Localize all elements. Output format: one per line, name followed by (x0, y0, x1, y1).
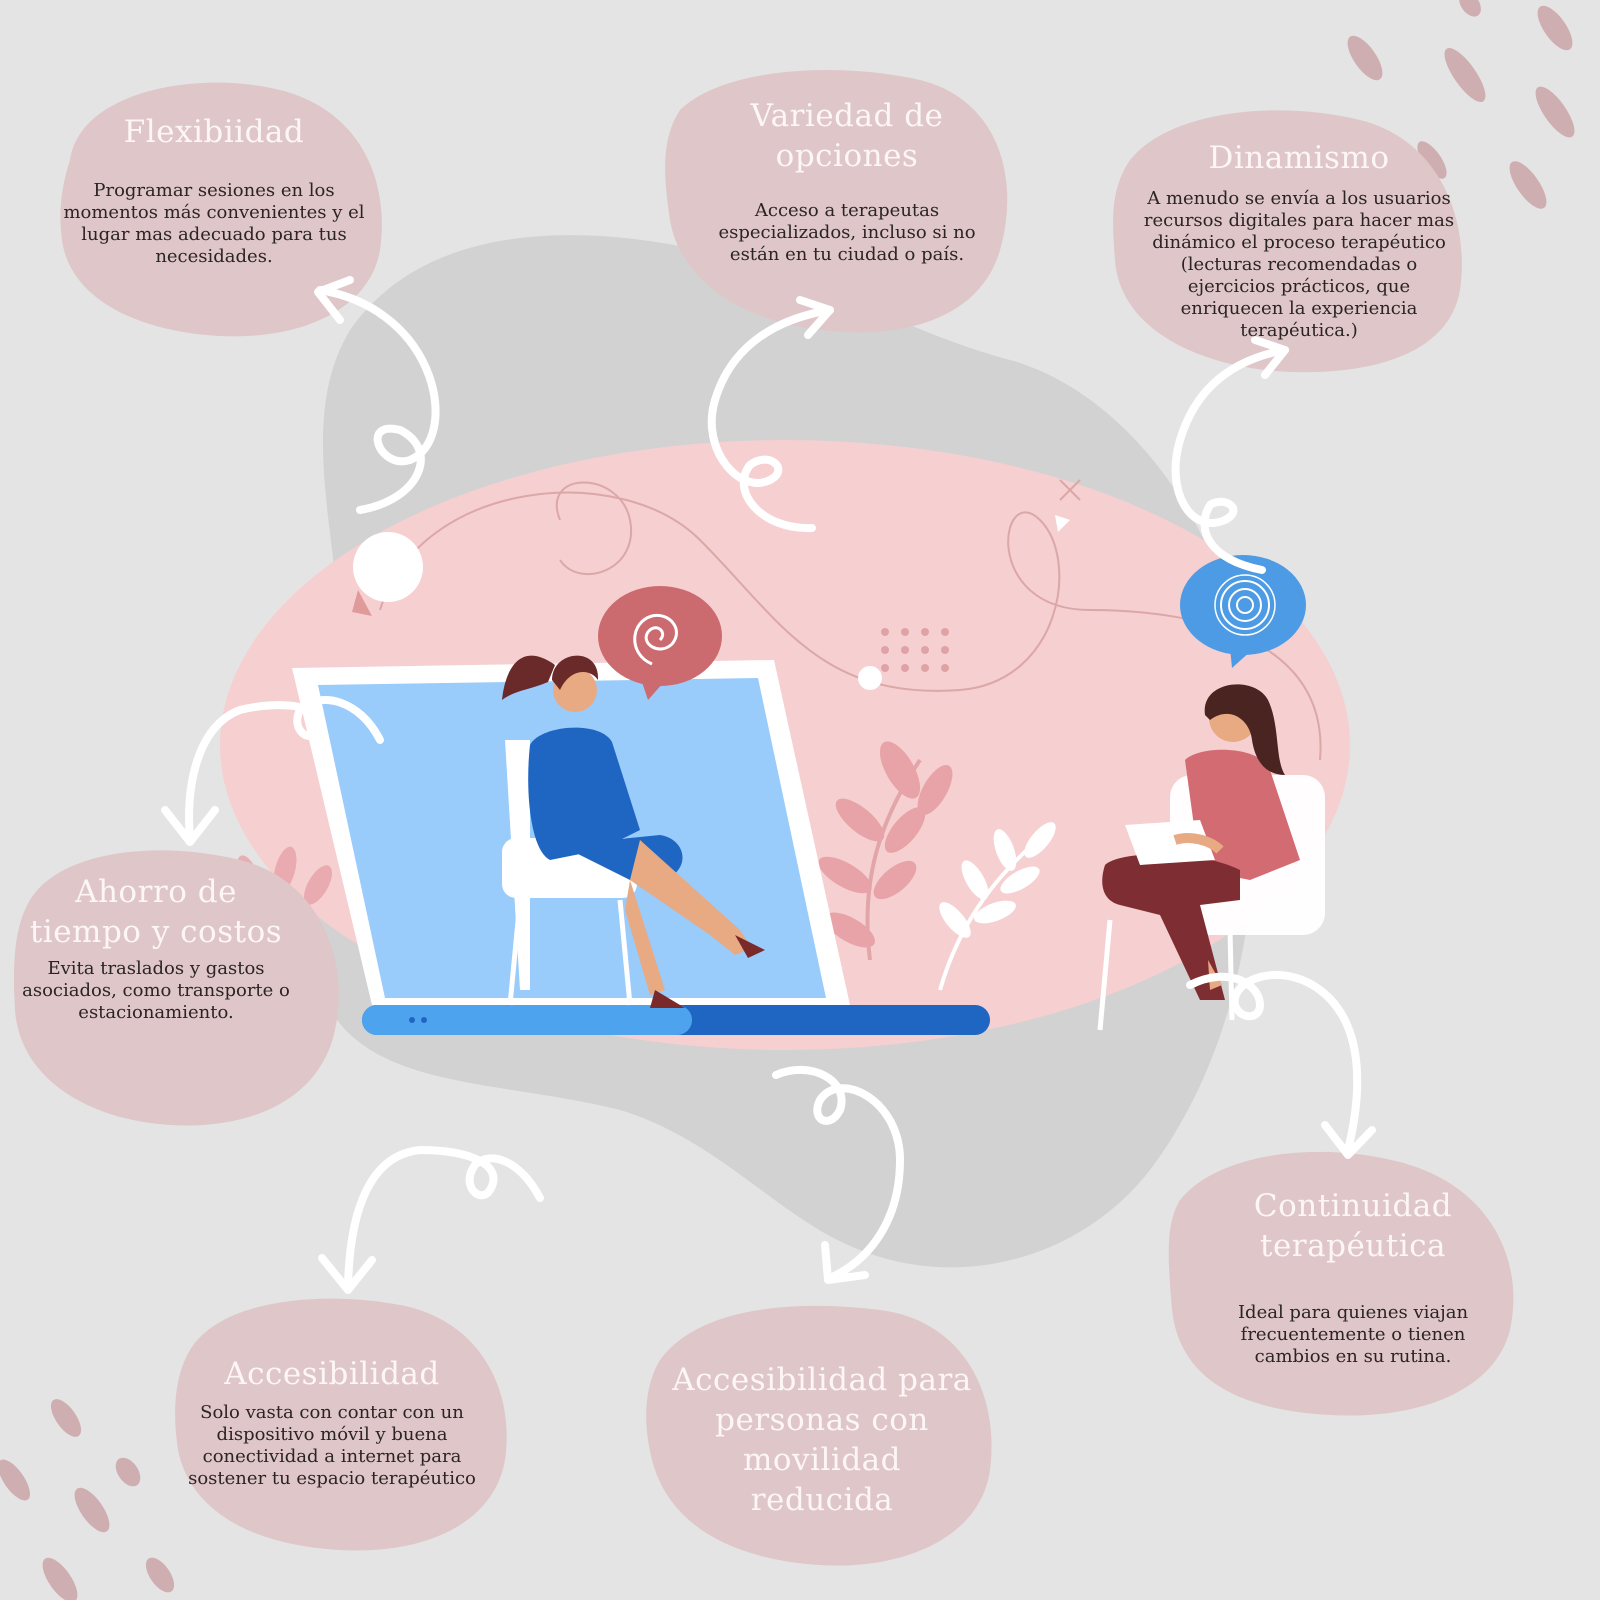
card-title: Ahorro de tiempo y costos (29, 874, 283, 950)
blob-variedad (665, 70, 1008, 333)
spiral-arrow-icon (772, 1066, 904, 1284)
spiral-arrow-icon (161, 696, 384, 846)
speech-bubble-icon (1180, 555, 1306, 668)
blob-dinamismo (1113, 110, 1462, 373)
blob-movilidad (646, 1305, 992, 1566)
speech-bubble-icon (598, 586, 722, 700)
card-flexibilidad: Flexibiidad Programar sesiones en los mo… (58, 112, 370, 268)
card-description: Evita traslados y gastos asociados, como… (22, 958, 290, 1023)
card-title: Accesibilidad para personas con movilida… (672, 1362, 972, 1518)
card-title: Variedad de opciones (750, 98, 944, 174)
card-title: Accesibilidad (224, 1356, 440, 1392)
card-description: Solo vasta con contar con un dispositivo… (188, 1402, 476, 1489)
card-dinamismo: Dinamismo A menudo se envía a los usuari… (1140, 138, 1458, 342)
card-description: Acceso a terapeutas especializados, incl… (718, 200, 976, 265)
card-variedad: Variedad de opciones Acceso a terapeutas… (712, 96, 982, 266)
woman-on-screen (502, 655, 765, 1008)
blob-shapes (13, 70, 1514, 1566)
decorative-dashes-top-right (1347, 0, 1575, 209)
spiral-arrow-icon (707, 296, 834, 533)
card-title: Dinamismo (1208, 140, 1390, 176)
card-movilidad: Accesibilidad para personas con movilida… (672, 1360, 972, 1520)
white-dot-small (858, 666, 882, 690)
card-title: Flexibiidad (123, 114, 305, 150)
spiral-arrow-icon (1171, 336, 1289, 574)
decorative-dashes-bottom-left (0, 1399, 175, 1600)
triangle-accent (352, 590, 372, 616)
card-title: Continuidad terapéutica (1253, 1188, 1453, 1264)
triangle-accent-right (1055, 515, 1070, 532)
card-description: Ideal para quienes viajan frecuentemente… (1237, 1302, 1469, 1367)
curly-arrows (161, 276, 1376, 1294)
card-ahorro: Ahorro de tiempo y costos Evita traslado… (20, 872, 292, 1024)
card-continuidad: Continuidad terapéutica Ideal para quien… (1208, 1186, 1498, 1368)
card-description: A menudo se envía a los usuarios recurso… (1143, 188, 1455, 341)
white-dot-large (353, 532, 423, 602)
therapist-figure (1097, 684, 1325, 1031)
blob-ahorro (13, 850, 339, 1126)
spiral-arrow-icon (314, 276, 440, 514)
spiral-arrow-icon (318, 1146, 544, 1294)
spiral-arrow-icon (1186, 971, 1376, 1159)
blob-flexibilidad (60, 82, 382, 337)
card-accesibilidad: Accesibilidad Solo vasta con contar con … (176, 1354, 488, 1490)
card-description: Programar sesiones en los momentos más c… (63, 180, 365, 267)
blob-continuidad (1168, 1151, 1514, 1416)
line-doodles (379, 479, 1322, 761)
dot-grid (881, 628, 949, 672)
blob-accesibilidad (175, 1298, 507, 1551)
